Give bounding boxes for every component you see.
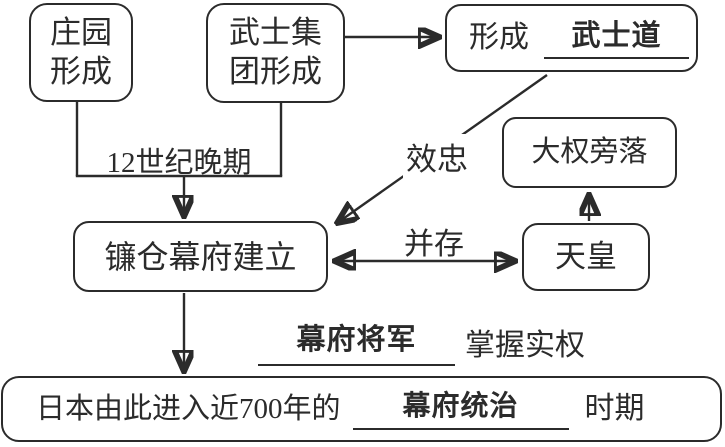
coexist-label: 并存: [404, 228, 464, 261]
conclusion-box: 日本由此进入近700年的 幕府统治 时期: [1, 376, 722, 442]
conclusion-suffix: 时期: [584, 392, 645, 426]
kamakura-box-label: 镰仓幕府建立: [104, 238, 297, 275]
bushido-answer-text: 武士道: [571, 17, 662, 52]
holds-power-label: 掌握实权: [465, 329, 585, 362]
emperor-box: 天皇: [522, 223, 650, 291]
power-box: 大权旁落: [502, 117, 677, 188]
loyalty-label: 效忠: [403, 134, 471, 179]
samurai-box-line2: 团形成: [229, 54, 322, 89]
samurai-box-line1: 武士集: [229, 15, 322, 51]
power-box-label: 大权旁落: [531, 136, 648, 169]
conclusion-answer-text: 幕府统治: [402, 389, 519, 422]
emperor-box-label: 天皇: [555, 238, 617, 274]
kamakura-box: 镰仓幕府建立: [73, 221, 328, 292]
shogun-answer-blank: 幕府将军: [258, 316, 455, 366]
manor-box: 庄园 形成: [29, 3, 133, 102]
manor-box-line1: 庄园: [50, 14, 112, 50]
shogun-annotation: 幕府将军 掌握实权: [258, 316, 585, 366]
conclusion-answer-blank: 幕府统治: [352, 388, 569, 430]
conclusion-prefix: 日本由此进入近700年的: [36, 392, 341, 425]
bushido-box-prefix: 形成: [469, 21, 529, 55]
manor-box-line2: 形成: [50, 53, 112, 89]
bushido-answer-blank: 武士道: [544, 17, 689, 60]
shogun-answer-text: 幕府将军: [296, 322, 417, 356]
bushido-box: 形成 武士道: [445, 4, 698, 72]
period-label: 12世纪晚期: [106, 147, 252, 179]
samurai-box: 武士集 团形成: [206, 3, 345, 103]
